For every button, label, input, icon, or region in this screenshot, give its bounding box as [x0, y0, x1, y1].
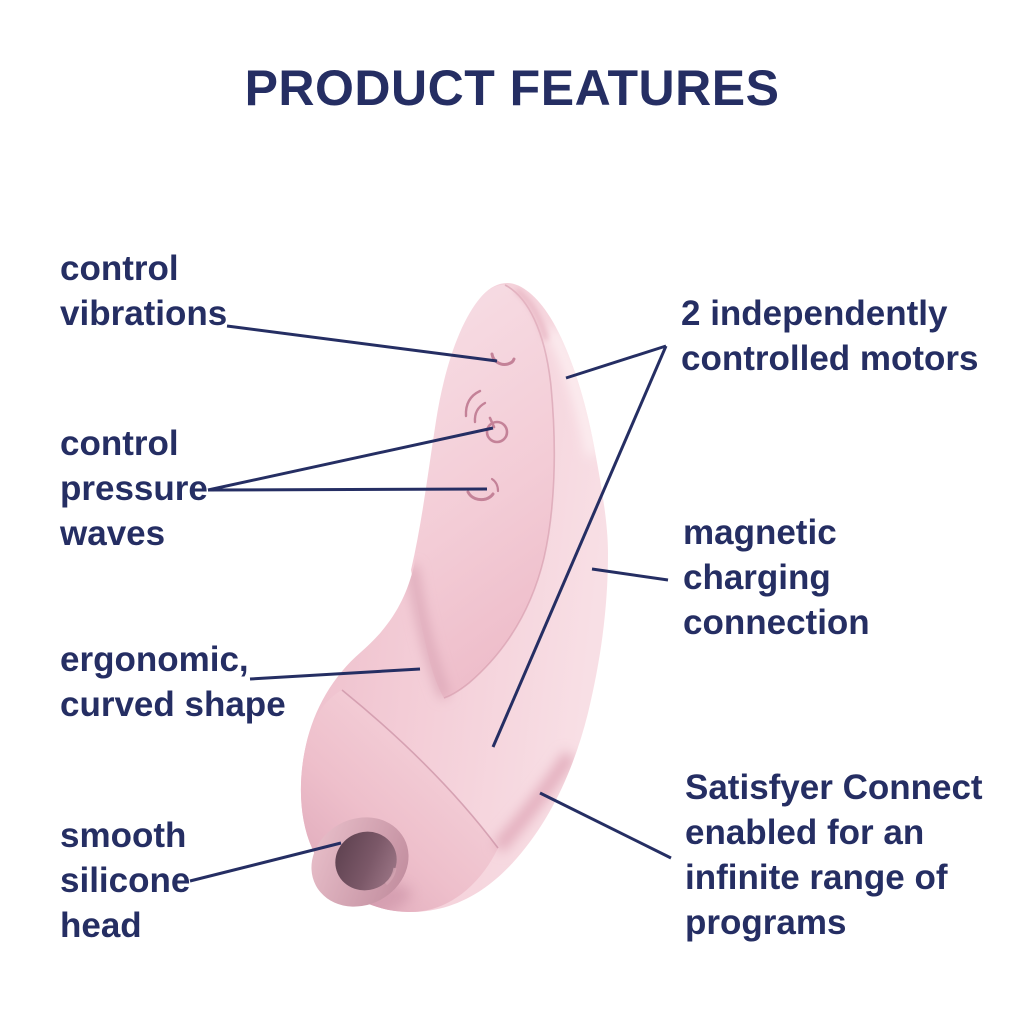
suction-mouth	[311, 817, 409, 907]
leader-line-magnetic	[591, 567, 669, 582]
label-ergonomic-curved-shape: ergonomic, curved shape	[60, 640, 286, 724]
label-satisfyer-connect: Satisfyer Connect enabled for an infinit…	[685, 768, 983, 942]
head-seam	[341, 689, 499, 849]
leader-line-motors-upper	[565, 344, 667, 380]
leader-line-connect	[539, 791, 672, 860]
page-title: PRODUCT FEATURES	[244, 60, 780, 116]
leader-line-smooth-head	[189, 841, 342, 883]
device-photo	[300, 283, 608, 913]
leader-line-ergonomic	[249, 667, 421, 681]
leader-lines	[189, 324, 672, 883]
label-independent-motors: 2 independently controlled motors	[681, 294, 979, 378]
label-control-pressure-waves: control pressure waves	[60, 424, 208, 553]
pressure-wave-button-icon	[466, 477, 500, 502]
leader-line-pressure-waves-upper	[207, 426, 494, 492]
leader-line-motors-lower	[491, 345, 668, 748]
leader-line-control-vibrations	[226, 324, 498, 363]
device-front-panel	[411, 284, 555, 698]
label-smooth-silicone-head: smooth silicone head	[60, 816, 191, 945]
front-panel-crease	[443, 284, 556, 699]
power-button-icon	[464, 389, 509, 444]
label-magnetic-charging: magnetic charging connection	[683, 513, 870, 642]
leader-line-pressure-waves-lower	[207, 487, 488, 492]
label-control-vibrations: control vibrations	[60, 249, 228, 333]
